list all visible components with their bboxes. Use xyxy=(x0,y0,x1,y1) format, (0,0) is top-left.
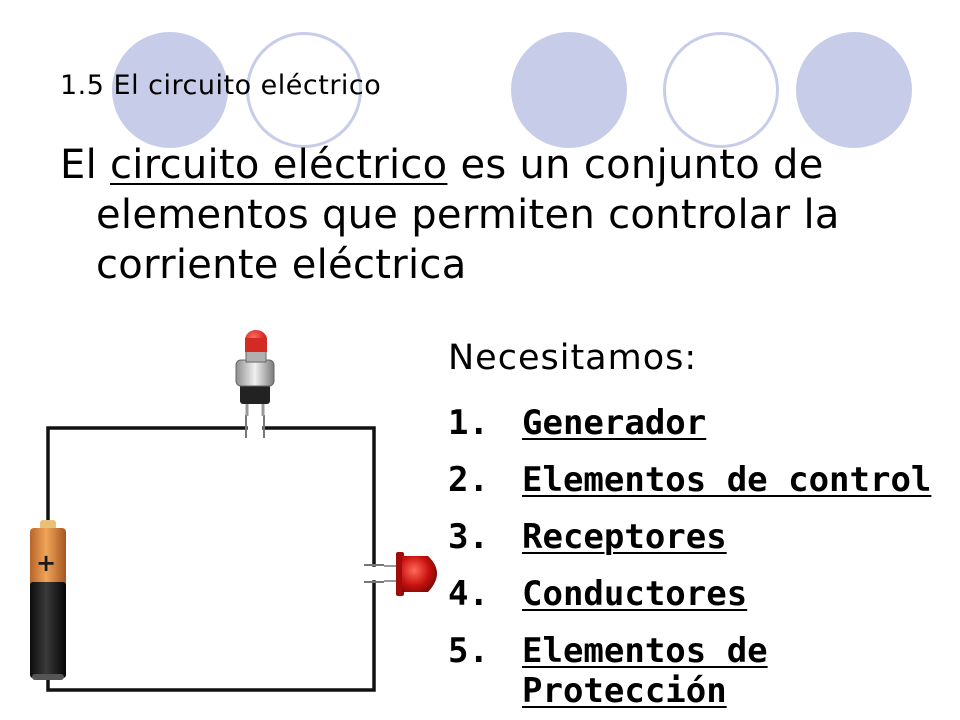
list-number: 3. xyxy=(448,517,489,557)
decor-circle-4 xyxy=(663,32,779,148)
list-item-generador: 1. Generador xyxy=(448,395,960,452)
list-item-proteccion: 5. Elementos de Protección xyxy=(448,623,960,711)
wire-ends xyxy=(245,415,384,583)
link-elementos-de-proteccion[interactable]: Elementos de Protección xyxy=(522,631,768,711)
definition-rest: es un conjunto de elementos que permiten… xyxy=(96,142,840,288)
list-number: 5. xyxy=(448,631,489,671)
link-generador[interactable]: Generador xyxy=(522,403,707,443)
decor-circle-5 xyxy=(796,32,912,148)
list-number: 4. xyxy=(448,574,489,614)
list-item-receptores: 3. Receptores xyxy=(448,509,960,566)
circuit-illustration: + xyxy=(30,330,437,692)
wire-top-left xyxy=(46,426,248,532)
elements-list: 1. Generador 2. Elementos de control 3. … xyxy=(448,395,960,711)
section-title: 1.5 El circuito eléctrico xyxy=(60,70,382,101)
list-item-conductores: 4. Conductores xyxy=(448,566,960,623)
battery-icon: + xyxy=(30,520,66,680)
definition-text: El circuito eléctrico es un conjunto de … xyxy=(60,140,956,290)
list-number: 1. xyxy=(448,403,489,443)
wire-top-right xyxy=(262,426,376,567)
link-conductores[interactable]: Conductores xyxy=(522,574,748,614)
led-icon xyxy=(384,552,437,596)
definition-prefix: El xyxy=(60,142,111,188)
battery-plus-sign: + xyxy=(36,549,56,577)
decor-circle-1 xyxy=(112,32,228,148)
link-receptores[interactable]: Receptores xyxy=(522,517,727,557)
list-item-elementos-control: 2. Elementos de control xyxy=(448,452,960,509)
definition-term: circuito eléctrico xyxy=(110,142,448,188)
wire-bottom xyxy=(46,580,376,692)
link-elementos-de-control[interactable]: Elementos de control xyxy=(522,460,932,500)
push-button-switch-icon xyxy=(235,330,275,416)
decor-circle-2 xyxy=(246,32,362,148)
decor-circle-3 xyxy=(511,32,627,148)
needs-heading: Necesitamos: xyxy=(448,338,698,378)
wires xyxy=(46,426,376,692)
list-number: 2. xyxy=(448,460,489,500)
